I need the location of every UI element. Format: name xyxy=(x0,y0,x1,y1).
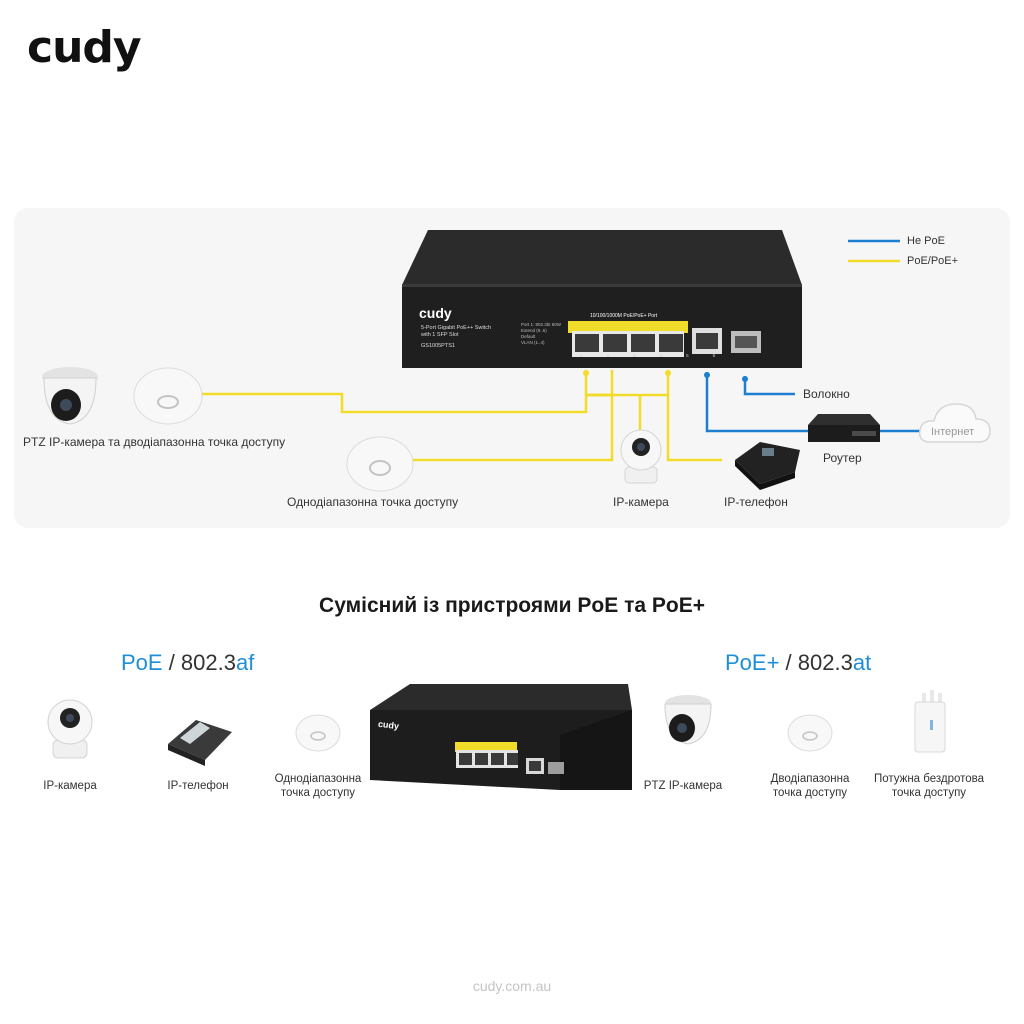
poeplus-standard: PoE+ / 802.3at xyxy=(725,650,872,675)
single-ap-label: Однодіапазонна точка доступу xyxy=(287,495,459,509)
ip-phone-icon xyxy=(735,442,800,490)
switch-mode-text: Port 1: 802.3bt 60W Extend (9..6) Defaul… xyxy=(521,322,562,345)
brand-logo: cudy xyxy=(27,22,142,73)
poe-links xyxy=(202,370,722,462)
switch-model-text: 5-Port Gigabit PoE++ Switch with 1 SFP S… xyxy=(421,325,492,349)
compat-heading: Сумісний із пристроями PoE та PoE+ xyxy=(319,594,705,617)
compat-phone-label: IP-телефон xyxy=(167,780,229,792)
compat-ipcam-label: IP-камера xyxy=(43,780,97,792)
ip-camera-icon xyxy=(620,429,662,484)
fiber-label: Волокно xyxy=(803,387,850,401)
link-fiber xyxy=(743,376,795,396)
link-router xyxy=(705,372,808,433)
router-icon xyxy=(808,414,880,442)
poe-link-ptz xyxy=(202,370,588,414)
footer-url[interactable]: cudy.com.au xyxy=(472,978,552,994)
phone-label: IP-телефон xyxy=(724,495,788,509)
switch-brand-label: cudy xyxy=(419,305,452,321)
router-label: Роутер xyxy=(823,451,862,465)
internet-label: Інтернет xyxy=(931,426,975,438)
ipcam-label: IP-камера xyxy=(613,495,669,509)
compat-dual-ap-icon xyxy=(787,714,833,752)
compat-ptz-label: PTZ IP-камера xyxy=(643,780,723,792)
poe-link-single-ap xyxy=(410,393,614,462)
cloud-icon xyxy=(918,403,991,443)
dual-band-ap-icon xyxy=(133,367,203,425)
poe-standard: PoE / 802.3af xyxy=(121,650,255,675)
compat-single-ap-icon xyxy=(295,714,341,752)
poe-switch-top xyxy=(402,230,802,368)
compat-ptz-icon xyxy=(664,695,712,745)
single-band-ap-icon xyxy=(346,436,414,492)
poe-link-phone xyxy=(666,395,722,462)
switch-port-header: 10/100/1000M PoE/PoE+ Port xyxy=(590,313,658,319)
compat-ipcam-icon xyxy=(47,699,93,759)
ptz-camera-icon xyxy=(42,367,98,425)
compat-outdoor-ap-icon xyxy=(914,690,946,753)
legend-non-poe-label: Не PoE xyxy=(907,235,945,247)
ptz-ap-label: PTZ IP-камера та дводіапазонна точка дос… xyxy=(23,435,286,449)
poe-switch-bottom xyxy=(370,684,632,790)
legend-poe-label: PoE/PoE+ xyxy=(907,255,959,267)
compat-phone-icon xyxy=(168,720,232,766)
